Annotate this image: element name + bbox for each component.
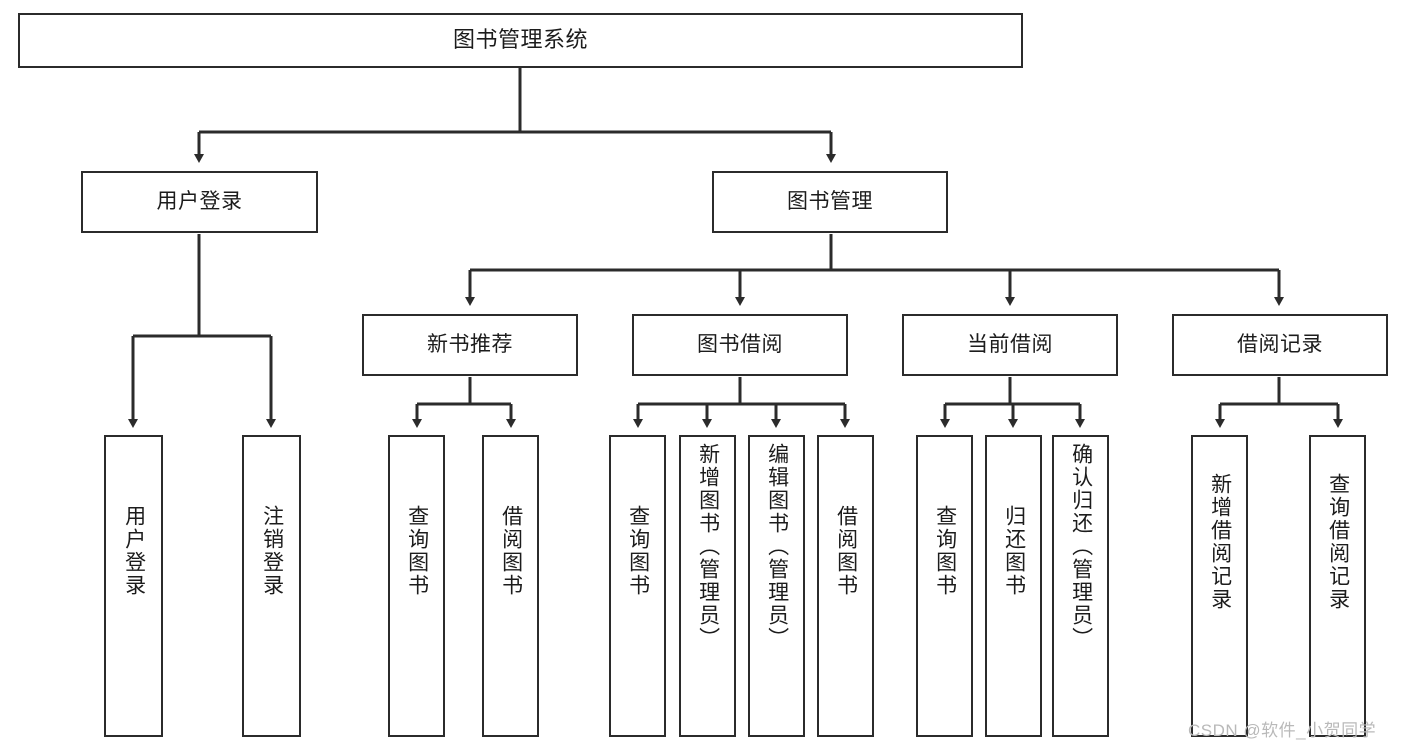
leaf-user-login-label: 用户登录 (122, 505, 146, 597)
leaf-return-book[interactable]: 归还图书 (985, 435, 1042, 737)
leaf-query-record-label: 查询借阅记录 (1326, 473, 1350, 611)
leaf-confirm-return-label: 确认归还（管理员） (1069, 443, 1093, 650)
node-current-borrow-label: 当前借阅 (967, 333, 1053, 357)
node-book-borrow-label: 图书借阅 (697, 333, 783, 357)
leaf-borrow-book-2-label: 借阅图书 (834, 505, 858, 597)
leaf-borrow-book-2[interactable]: 借阅图书 (817, 435, 874, 737)
leaf-query-record[interactable]: 查询借阅记录 (1309, 435, 1366, 737)
leaf-query-book-3-label: 查询图书 (933, 505, 957, 597)
leaf-add-book-label: 新增图书（管理员） (696, 443, 720, 650)
node-user-login-label: 用户登录 (156, 190, 243, 214)
node-book-manage[interactable]: 图书管理 (712, 171, 948, 233)
leaf-borrow-book-1-label: 借阅图书 (499, 505, 523, 597)
leaf-edit-book-label: 编辑图书（管理员） (765, 443, 789, 650)
node-user-login[interactable]: 用户登录 (81, 171, 318, 233)
node-current-borrow[interactable]: 当前借阅 (902, 314, 1118, 376)
leaf-user-logout[interactable]: 注销登录 (242, 435, 301, 737)
leaf-confirm-return[interactable]: 确认归还（管理员） (1052, 435, 1109, 737)
leaf-borrow-book-1[interactable]: 借阅图书 (482, 435, 539, 737)
leaf-user-logout-label: 注销登录 (260, 505, 284, 597)
node-root-label: 图书管理系统 (452, 27, 588, 53)
leaf-user-login[interactable]: 用户登录 (104, 435, 163, 737)
leaf-query-book-1[interactable]: 查询图书 (388, 435, 445, 737)
node-book-borrow[interactable]: 图书借阅 (632, 314, 848, 376)
leaf-add-record[interactable]: 新增借阅记录 (1191, 435, 1248, 737)
leaf-return-book-label: 归还图书 (1002, 505, 1026, 597)
node-borrow-record-label: 借阅记录 (1237, 333, 1323, 357)
node-borrow-record[interactable]: 借阅记录 (1172, 314, 1388, 376)
node-new-book-recommend[interactable]: 新书推荐 (362, 314, 578, 376)
node-book-manage-label: 图书管理 (787, 190, 873, 214)
leaf-query-book-3[interactable]: 查询图书 (916, 435, 973, 737)
leaf-edit-book[interactable]: 编辑图书（管理员） (748, 435, 805, 737)
leaf-query-book-2[interactable]: 查询图书 (609, 435, 666, 737)
leaf-query-book-2-label: 查询图书 (626, 505, 650, 597)
leaf-query-book-1-label: 查询图书 (405, 505, 429, 597)
node-new-book-recommend-label: 新书推荐 (427, 333, 513, 357)
node-root[interactable]: 图书管理系统 (18, 13, 1023, 68)
leaf-add-record-label: 新增借阅记录 (1208, 473, 1232, 611)
leaf-add-book[interactable]: 新增图书（管理员） (679, 435, 736, 737)
edges (128, 68, 1343, 428)
